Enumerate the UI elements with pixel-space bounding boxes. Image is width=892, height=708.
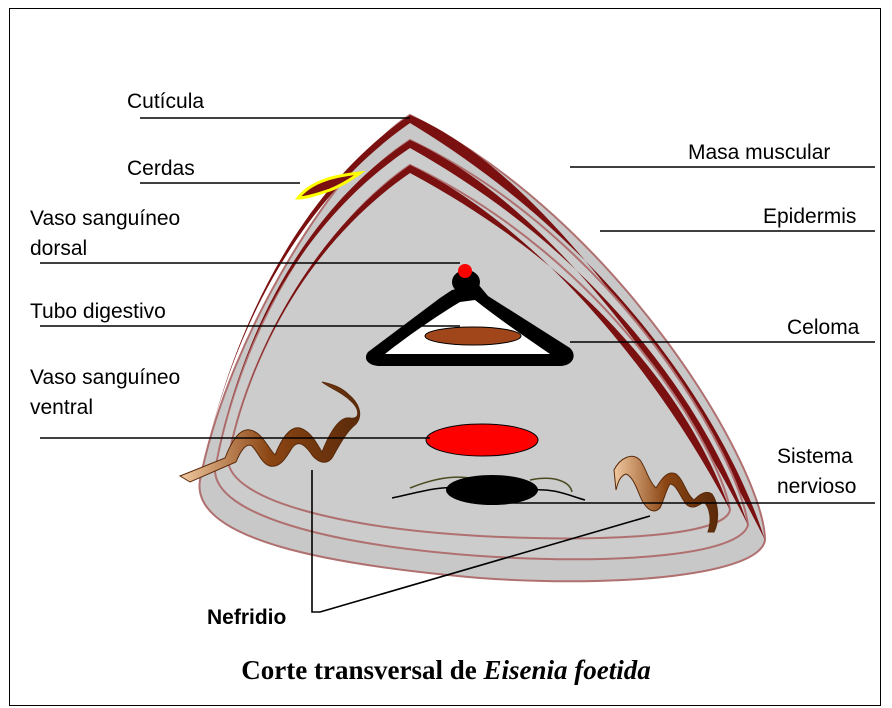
label-sistema-nervioso-line1: Sistema [777,445,853,468]
label-vaso-ventral-line2: ventral [30,396,93,419]
ventral-blood-vessel [425,423,539,457]
dorsal-blood-vessel [458,264,472,278]
nerve-cord [446,475,538,505]
label-vaso-dorsal-line1: Vaso sanguíneo [30,207,180,230]
dorsal-vessel-base [452,270,480,294]
nephridium-right [613,455,719,533]
nephridium-left [178,381,361,483]
label-tubo-digestivo: Tubo digestivo [30,300,166,323]
coelom [365,264,574,366]
label-nefridio: Nefridio [207,606,286,629]
caption-species: Eisenia foetida [482,655,650,685]
label-cuticula: Cutícula [127,90,204,113]
label-cerdas: Cerdas [127,157,195,180]
leader-lines [40,117,875,613]
seta [294,170,366,200]
figure-caption: Corte transversal de Eisenia foetida [241,655,650,685]
label-masa-muscular: Masa muscular [688,141,830,164]
label-vaso-dorsal-line2: dorsal [30,237,87,260]
nervous-system [391,475,586,505]
label-epidermis: Epidermis [763,205,856,228]
digestive-tube [424,326,522,346]
label-sistema-nervioso-line2: nervioso [777,475,856,498]
label-celoma: Celoma [787,316,860,339]
caption-prefix: Corte transversal de [241,655,483,685]
label-vaso-ventral-line1: Vaso sanguíneo [30,366,180,389]
